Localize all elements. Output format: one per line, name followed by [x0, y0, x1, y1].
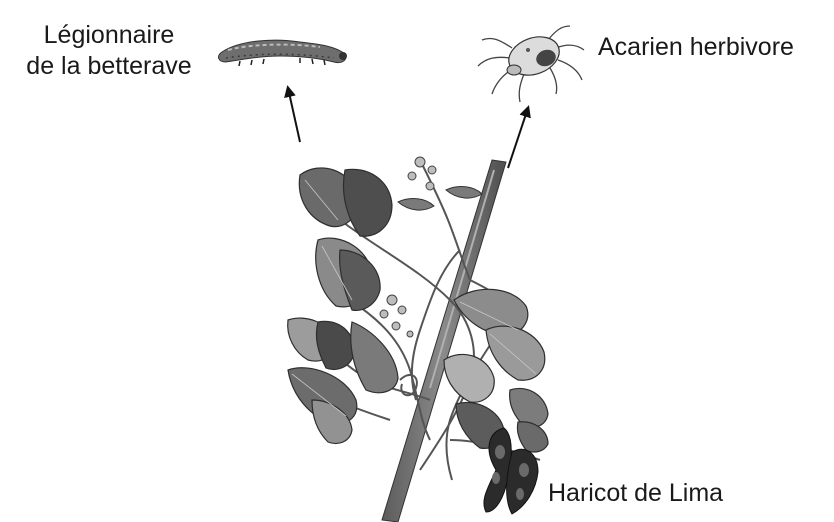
lima-bean-plant-icon — [288, 157, 548, 522]
caterpillar-icon — [219, 40, 347, 66]
arrow-icon — [288, 88, 300, 142]
arrow-icon — [508, 108, 528, 168]
mite-icon — [478, 26, 584, 102]
